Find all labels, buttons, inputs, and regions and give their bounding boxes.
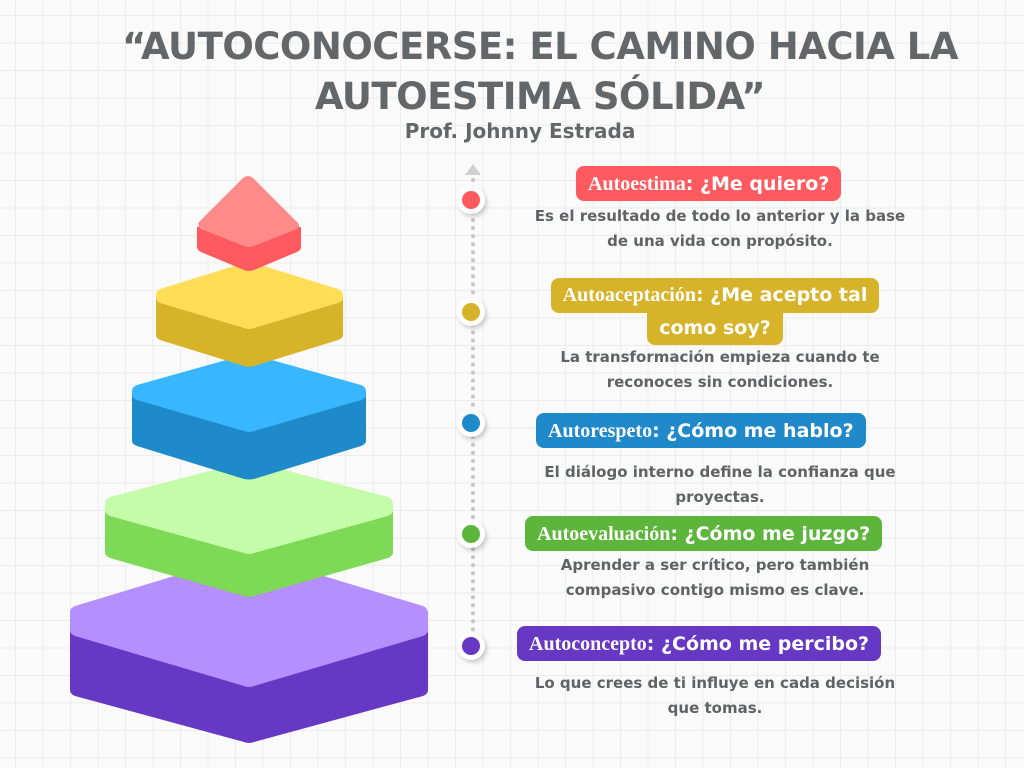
pyramid-level-autoevaluacion — [105, 461, 393, 597]
description-line: El diálogo interno define la confianza q… — [544, 463, 896, 481]
pyramid-level-autorespeto — [132, 354, 366, 480]
timeline-node-autoestima — [457, 186, 485, 214]
description-line: Aprender a ser crítico, pero también — [560, 556, 870, 574]
description-line: La transformación empieza cuando te — [560, 348, 880, 366]
description-line: Lo que crees de ti influye en cada decis… — [534, 674, 896, 692]
description-autorespeto: El diálogo interno define la confianza q… — [500, 460, 940, 510]
pyramid-level-autoconcepto — [70, 554, 428, 743]
badge-term: Autoestima — [588, 173, 686, 195]
description-autoestima: Es el resultado de todo lo anterior y la… — [500, 204, 940, 254]
title-line-2: AUTOESTIMA SÓLIDA” — [314, 75, 766, 118]
badge-autoconcepto: Autoconcepto: ¿Cómo me percibo? — [517, 626, 882, 661]
description-line: compasivo contigo mismo es clave. — [565, 581, 865, 599]
page-title: “AUTOCONOCERSE: EL CAMINO HACIA LA AUTOE… — [100, 22, 980, 122]
description-line: reconoces sin condiciones. — [606, 373, 834, 391]
badge-line-2: como soy? — [647, 311, 783, 345]
timeline-node-autoconcepto — [457, 632, 485, 660]
timeline-arrow-up-icon — [465, 164, 481, 175]
badge-term: Autorespeto — [548, 420, 653, 442]
badge-autoestima: Autoestima: ¿Me quiero? — [576, 166, 842, 201]
dot-icon — [462, 303, 480, 321]
dot-icon — [462, 191, 480, 209]
dot-icon — [462, 525, 480, 543]
badge-autoaceptacion: Autoaceptación: ¿Me acepto tal como soy? — [530, 278, 900, 345]
badge-term: Autoevaluación — [537, 523, 671, 545]
badge-term: Autoaceptación — [562, 284, 696, 306]
timeline-node-autorespeto — [457, 409, 485, 437]
badge-question: : ¿Cómo me juzgo? — [670, 523, 871, 545]
badge-autoevaluacion: Autoevaluación: ¿Cómo me juzgo? — [525, 516, 883, 551]
badge-autorespeto: Autorespeto: ¿Cómo me hablo? — [536, 413, 866, 448]
badge-line-1: Autoaceptación: ¿Me acepto tal — [550, 278, 880, 313]
pyramid-level-autoestima — [197, 176, 301, 271]
pyramid-diagram — [70, 176, 428, 743]
dot-icon — [462, 637, 480, 655]
badge-question: : ¿Me quiero? — [685, 173, 830, 195]
description-autoevaluacion: Aprender a ser crítico, pero también com… — [495, 553, 935, 603]
description-line: que tomas. — [667, 699, 763, 717]
description-autoconcepto: Lo que crees de ti influye en cada decis… — [495, 671, 935, 721]
pyramid-level-autoaceptacion — [156, 262, 343, 367]
description-line: de una vida con propósito. — [607, 232, 833, 250]
badge-question: : ¿Me acepto tal — [695, 284, 868, 306]
badge-term: Autoconcepto — [529, 633, 647, 655]
timeline-node-autoevaluacion — [457, 520, 485, 548]
title-line-1: “AUTOCONOCERSE: EL CAMINO HACIA LA — [122, 25, 959, 68]
author-name: Prof. Johnny Estrada — [404, 119, 636, 143]
description-line: proyectas. — [675, 488, 765, 506]
dot-icon — [462, 414, 480, 432]
description-line: Es el resultado de todo lo anterior y la… — [534, 207, 906, 225]
description-autoaceptacion: La transformación empieza cuando te reco… — [500, 345, 940, 395]
badge-question: : ¿Cómo me hablo? — [652, 420, 854, 442]
badge-question: : ¿Cómo me percibo? — [646, 633, 870, 655]
timeline-node-autoaceptacion — [457, 298, 485, 326]
